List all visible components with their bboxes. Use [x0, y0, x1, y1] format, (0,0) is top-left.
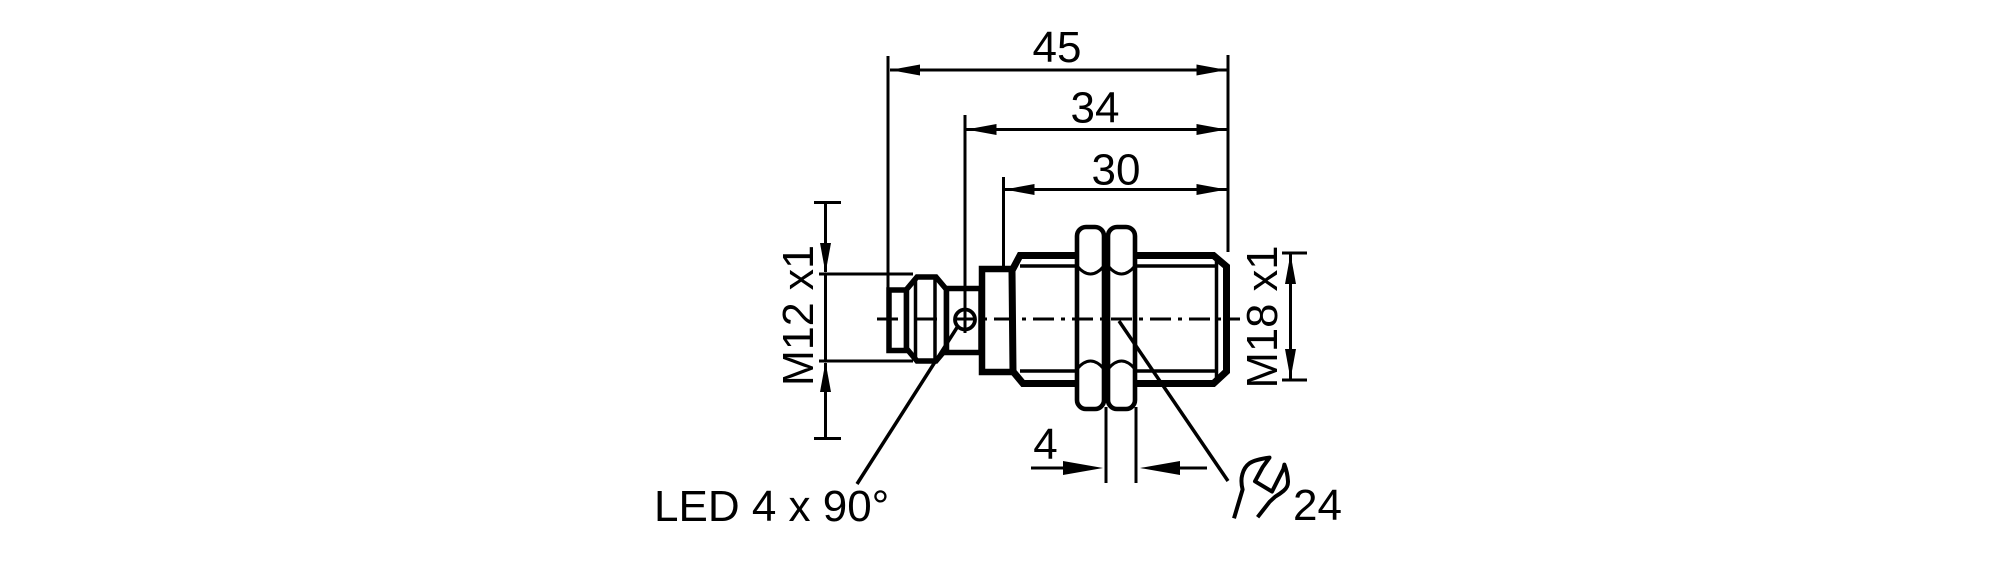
- svg-text:24: 24: [1293, 481, 1342, 530]
- svg-text:34: 34: [1071, 84, 1120, 133]
- svg-text:M18 x1: M18 x1: [1238, 246, 1287, 389]
- svg-text:M12 x1: M12 x1: [774, 245, 823, 386]
- svg-text:45: 45: [1033, 23, 1082, 72]
- svg-text:4: 4: [1033, 420, 1057, 469]
- svg-text:LED 4 x 90°: LED 4 x 90°: [654, 482, 889, 531]
- svg-text:30: 30: [1092, 146, 1141, 195]
